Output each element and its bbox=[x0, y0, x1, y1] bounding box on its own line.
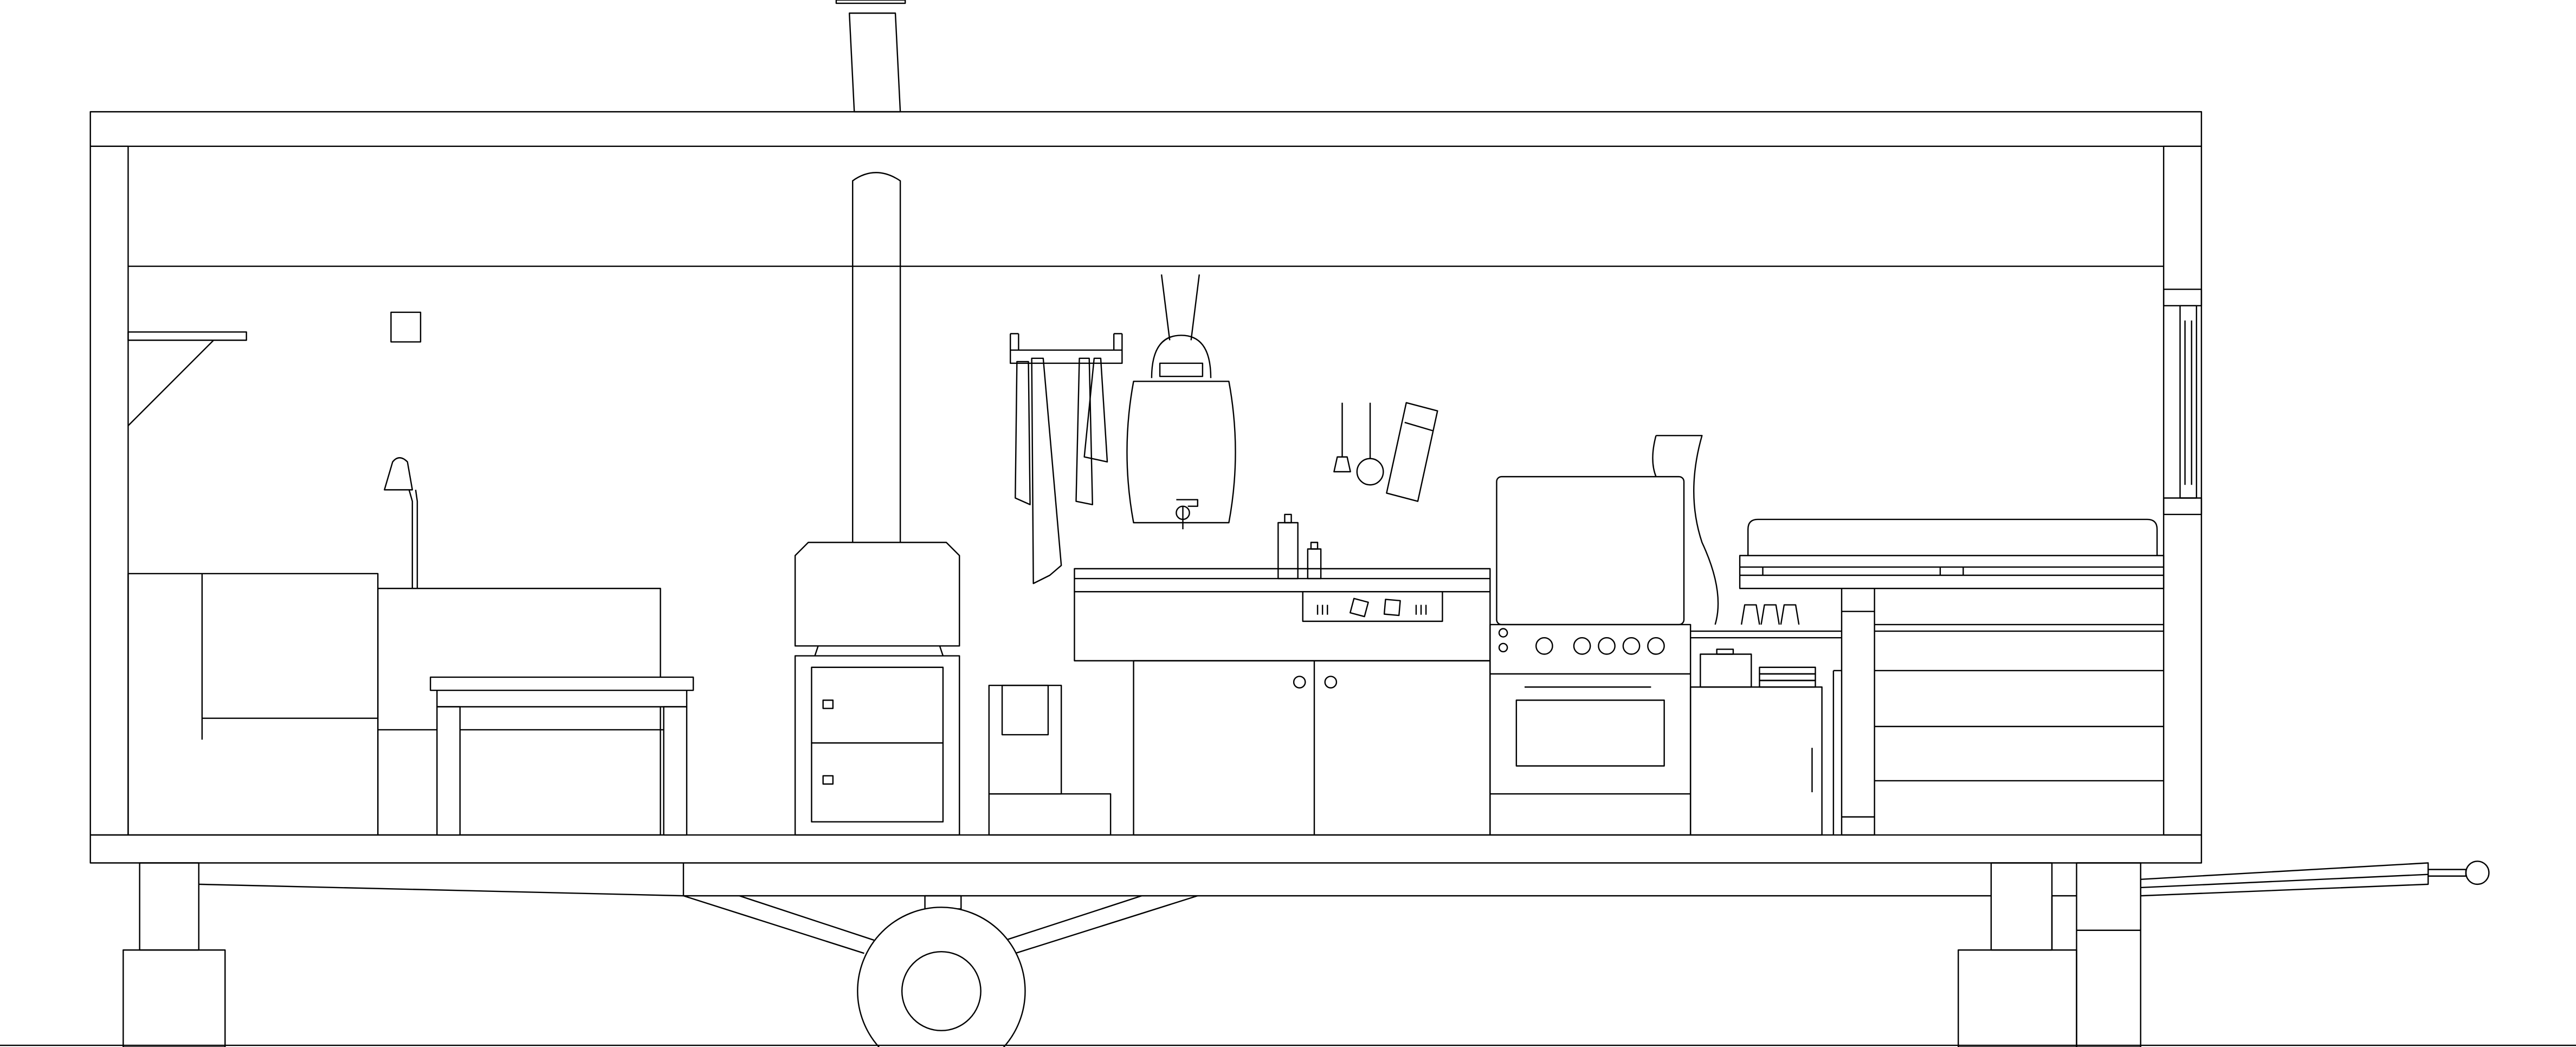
sideboard bbox=[377, 588, 661, 836]
drawer-knob bbox=[822, 775, 834, 785]
oven-knob bbox=[1573, 637, 1591, 655]
range-hood-cabinet bbox=[1496, 476, 1685, 626]
towel bbox=[1015, 361, 1031, 505]
wall-switch bbox=[390, 311, 422, 343]
oven-knob bbox=[1647, 637, 1665, 655]
hitch-ball bbox=[2465, 860, 2490, 885]
right-wall bbox=[2162, 145, 2203, 836]
cup bbox=[1740, 604, 1760, 625]
chimney-cap bbox=[835, 0, 906, 4]
cabinet-knob bbox=[1324, 676, 1338, 689]
sink-panel bbox=[1302, 591, 1443, 622]
towel bbox=[1075, 357, 1093, 505]
bottle bbox=[1307, 542, 1322, 580]
trailer-chassis bbox=[122, 862, 2141, 1047]
mattress bbox=[1747, 518, 2158, 556]
oven-knob bbox=[1535, 637, 1553, 655]
paper-roll bbox=[1652, 435, 1719, 625]
book-stack bbox=[1759, 666, 1816, 688]
floor-slab bbox=[89, 834, 2203, 864]
oven-range bbox=[1489, 624, 1691, 836]
spoon bbox=[1356, 402, 1384, 486]
cutting-board bbox=[1386, 402, 1438, 502]
wall-shelf bbox=[127, 331, 247, 341]
shelf-bracket bbox=[127, 339, 214, 426]
lower-cabinet bbox=[1689, 686, 1823, 836]
window bbox=[2162, 288, 2203, 516]
left-wall bbox=[89, 145, 129, 836]
chimney-pipe-exterior bbox=[848, 12, 901, 113]
towel bbox=[1083, 357, 1108, 463]
loft-bed bbox=[1739, 518, 2165, 836]
cup bbox=[1760, 604, 1780, 625]
cabinet-knob bbox=[1293, 676, 1306, 689]
table bbox=[429, 676, 694, 836]
wood-stove bbox=[794, 542, 960, 656]
oven-knob bbox=[1598, 637, 1616, 655]
storage-box bbox=[988, 684, 1112, 836]
ladle bbox=[1333, 402, 1351, 473]
towel bbox=[1031, 357, 1062, 584]
desk-lamp bbox=[384, 457, 418, 589]
oven-knob bbox=[1622, 637, 1641, 655]
cup bbox=[1780, 604, 1800, 625]
wheel bbox=[857, 907, 1026, 1047]
sofa bbox=[127, 573, 379, 836]
water-dispenser bbox=[1126, 274, 1236, 530]
towel-rack bbox=[1010, 333, 1123, 364]
right-counter bbox=[1689, 604, 1842, 836]
axle-struts bbox=[683, 895, 1198, 954]
drawer-knob bbox=[822, 699, 834, 709]
stove-pipe bbox=[852, 172, 901, 543]
bottle bbox=[1277, 513, 1299, 580]
wheel-hub bbox=[901, 950, 982, 1031]
small-box bbox=[1700, 653, 1752, 688]
kitchen-counter bbox=[1074, 568, 1491, 836]
roof-slab bbox=[89, 111, 2203, 147]
stove-base-cabinet bbox=[794, 655, 960, 836]
tow-hitch bbox=[2140, 860, 2490, 897]
oven-window bbox=[1515, 699, 1665, 767]
